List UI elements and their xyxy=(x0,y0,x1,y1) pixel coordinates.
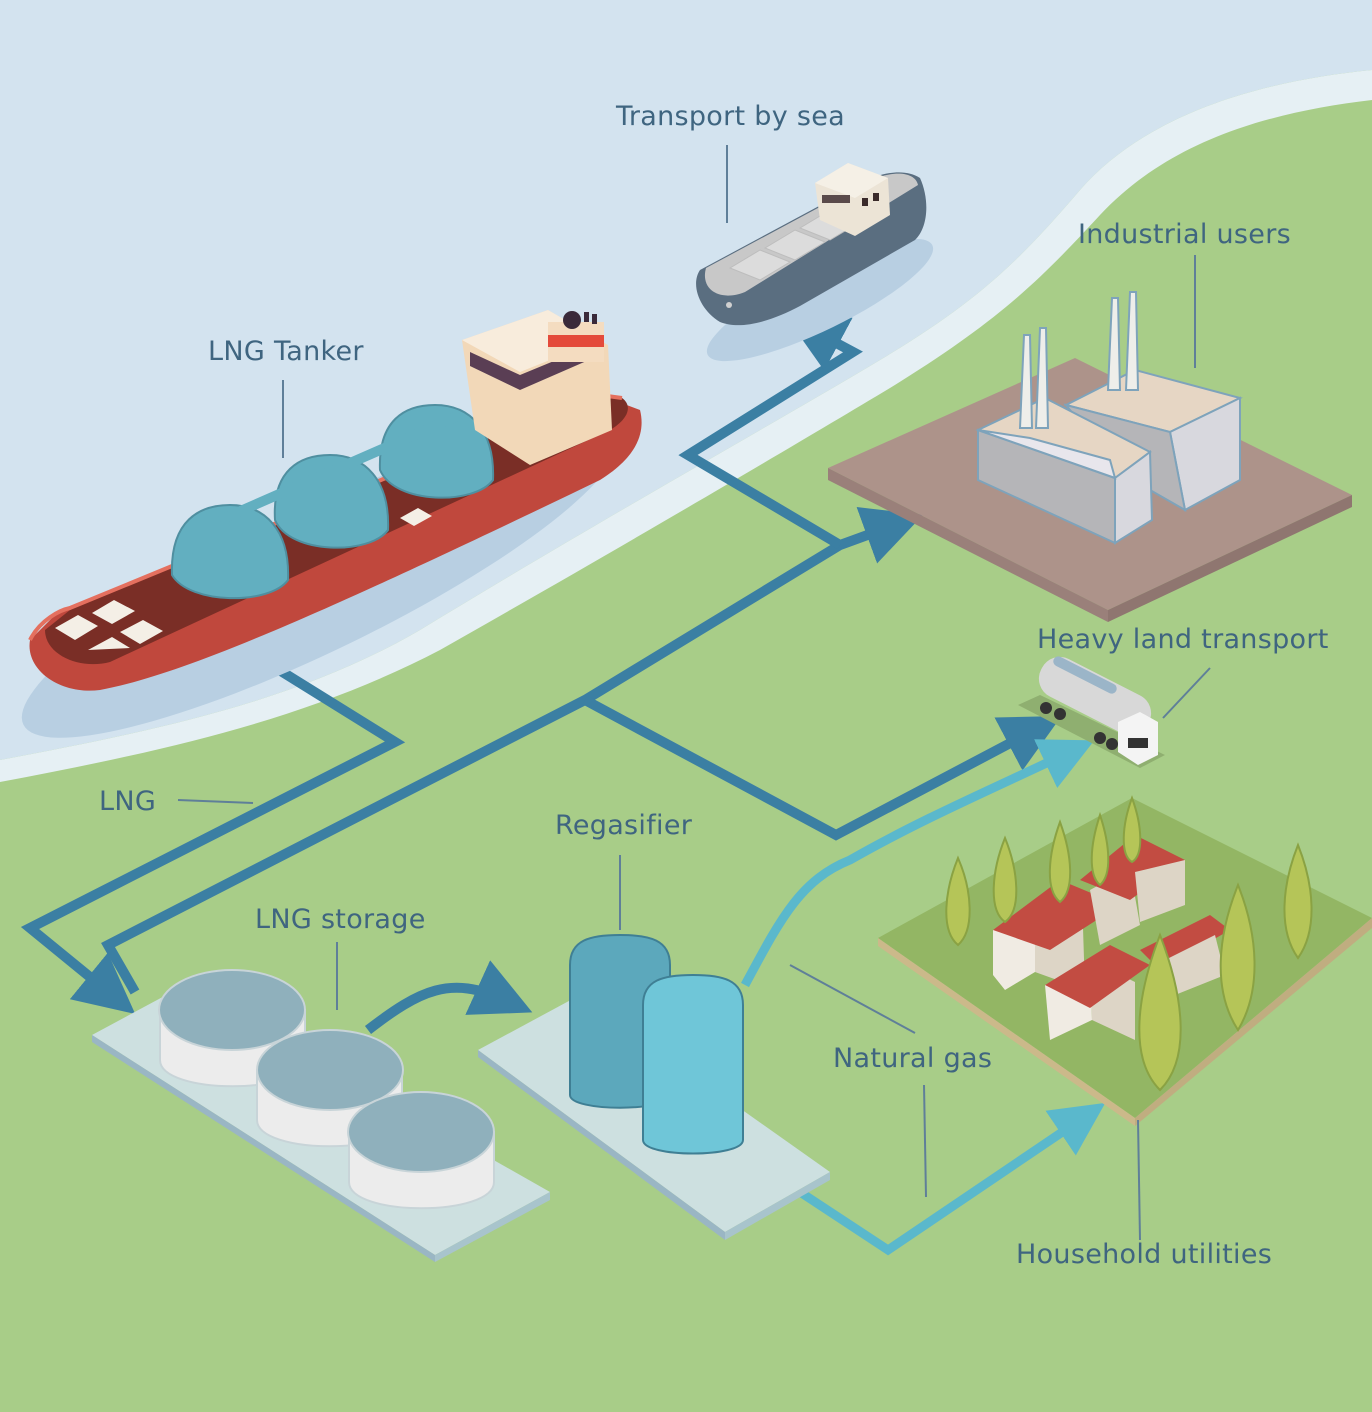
tanker-bridge xyxy=(462,310,612,465)
label-regasifier: Regasifier xyxy=(555,810,693,841)
trees xyxy=(945,795,1313,1092)
pipe-regasifier-to-households xyxy=(797,1102,1106,1256)
label-lng-tanker: LNG Tanker xyxy=(208,336,364,367)
village xyxy=(878,795,1372,1126)
label-natural-gas: Natural gas xyxy=(833,1043,993,1074)
tanker-truck xyxy=(1018,656,1165,768)
pipe-tanker-to-storage xyxy=(20,650,406,1014)
lng-storage-facility xyxy=(92,969,550,1262)
lng-pipes xyxy=(20,315,1062,1034)
shoreline xyxy=(0,70,1372,782)
leader-lines xyxy=(177,145,1211,1241)
label-lng: LNG xyxy=(99,786,157,817)
pipe-storage-to-regasifier xyxy=(364,960,533,1034)
label-transport-by-sea: Transport by sea xyxy=(616,101,845,132)
label-industrial-users: Industrial users xyxy=(1078,219,1291,250)
cargo-ship xyxy=(696,163,934,362)
factory xyxy=(828,291,1352,622)
regasifier-tank-front xyxy=(642,973,744,1155)
label-household-utilities: Household utilities xyxy=(1016,1239,1273,1270)
pipe-regasifier-to-truck xyxy=(741,739,1095,988)
label-lng-storage: LNG storage xyxy=(255,904,426,935)
gas-pipes xyxy=(741,739,1106,1256)
houses xyxy=(993,835,1230,1040)
pipe-to-sea-transport xyxy=(678,315,863,550)
label-heavy-land-transport: Heavy land transport xyxy=(1037,624,1329,655)
lng-tanker xyxy=(21,310,642,738)
tanker-hatches xyxy=(55,508,432,650)
regasifier-facility xyxy=(478,933,830,1240)
storage-tanks xyxy=(158,969,495,1210)
pipe-to-heavy-transport xyxy=(582,695,1062,841)
